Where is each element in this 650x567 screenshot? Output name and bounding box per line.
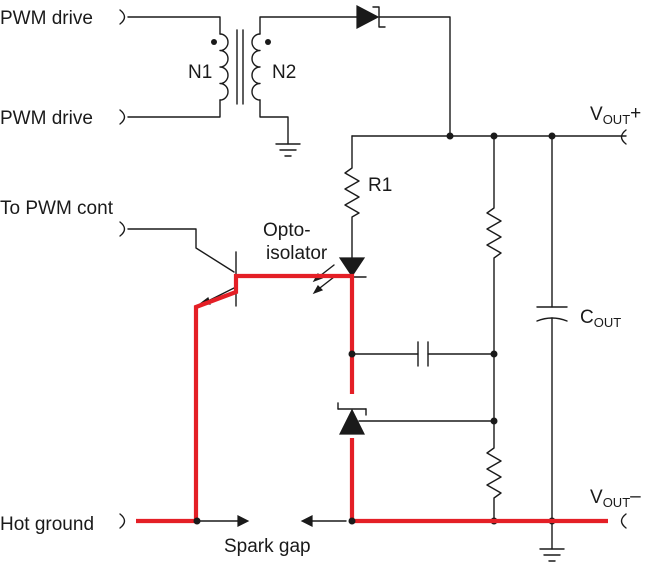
terminal-pwm-cont [119,221,126,237]
compensation-capacitor-icon [351,341,495,367]
label-pwm-drive-top: PWM drive [0,8,93,29]
spark-gap-icon [199,515,347,527]
label-to-pwm-cont: To PWM cont [0,198,114,219]
polarity-dot-secondary [265,39,271,45]
terminal-vout-plus [620,129,627,145]
label-n1: N1 [188,62,212,83]
label-hot-ground: Hot ground [0,514,94,535]
output-capacitor-icon [536,135,568,522]
ground-symbol-secondary [275,143,301,157]
label-vout-plus: VOUT+ [590,103,641,127]
hot-ground-path [136,273,608,524]
phototransistor-icon [127,228,237,307]
terminal-pwm-top [119,9,126,25]
junction-dot [348,350,356,358]
polarity-dot-primary [211,39,217,45]
label-n2: N2 [272,62,296,83]
label-pwm-drive-bottom: PWM drive [0,108,93,129]
divider-resistor-bottom-icon [486,353,502,522]
terminal-vout-minus [620,513,627,529]
terminal-hot-ground [119,513,126,529]
label-cout: COUT [580,307,621,330]
junction-dot [348,517,356,525]
divider-resistor-top-icon [486,135,502,355]
output-diode-icon [356,5,451,137]
label-opto: Opto- [263,220,311,241]
junction-dot [193,517,201,525]
terminal-pwm-bottom [119,109,126,125]
junction-dot [446,132,454,140]
label-r1: R1 [368,175,392,196]
ground-symbol-output [539,520,565,562]
transformer [127,16,358,145]
label-isolator: isolator [266,243,328,264]
shunt-regulator-icon [337,402,495,435]
resistor-r1-icon [344,135,360,259]
label-vout-minus: VOUT– [590,486,641,510]
label-spark-gap: Spark gap [224,536,311,557]
